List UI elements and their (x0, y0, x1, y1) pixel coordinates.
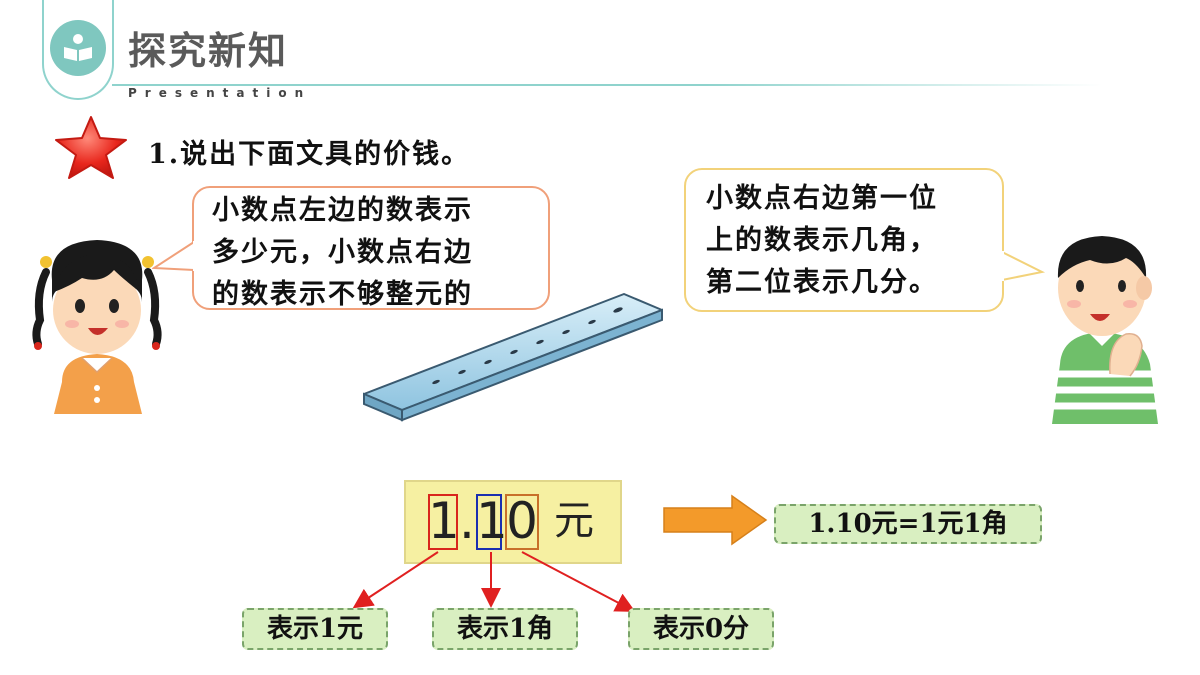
fen-digit-box (505, 494, 539, 550)
jiao-digit-box (476, 494, 502, 550)
speech-bubble-left: 小数点左边的数表示 多少元，小数点右边 的数表示不够整元的 (192, 186, 550, 310)
girl-illustration (32, 240, 162, 414)
bubble-tail-right (1000, 251, 1046, 281)
label-jiao: 表示1角 (432, 608, 578, 650)
header-divider (112, 84, 1102, 86)
label-yuan: 表示1元 (242, 608, 388, 650)
fen-digit: 0 (506, 492, 538, 550)
price-unit: 元 (554, 498, 594, 544)
decimal-point: . (459, 492, 475, 550)
page-subtitle: Presentation (128, 86, 312, 100)
jiao-digit: 1 (476, 492, 508, 550)
label-fen: 表示0分 (628, 608, 774, 650)
yuan-digit-box (428, 494, 458, 550)
speech-bubble-right: 小数点右边第一位 上的数表示几角， 第二位表示几分。 (684, 168, 1004, 312)
yuan-digit: 1 (428, 492, 460, 550)
question-text: 1.说出下面文具的价钱。 (148, 139, 471, 170)
bubble-tail-left (152, 241, 196, 271)
reading-icon (50, 20, 106, 76)
result-equation: 1.10元=1元1角 (774, 504, 1042, 544)
page-title: 探究新知 (128, 29, 289, 73)
boy-illustration (1052, 236, 1158, 424)
star-icon (55, 116, 127, 179)
ruler-illustration (363, 293, 663, 422)
right-arrow-icon (663, 494, 768, 546)
